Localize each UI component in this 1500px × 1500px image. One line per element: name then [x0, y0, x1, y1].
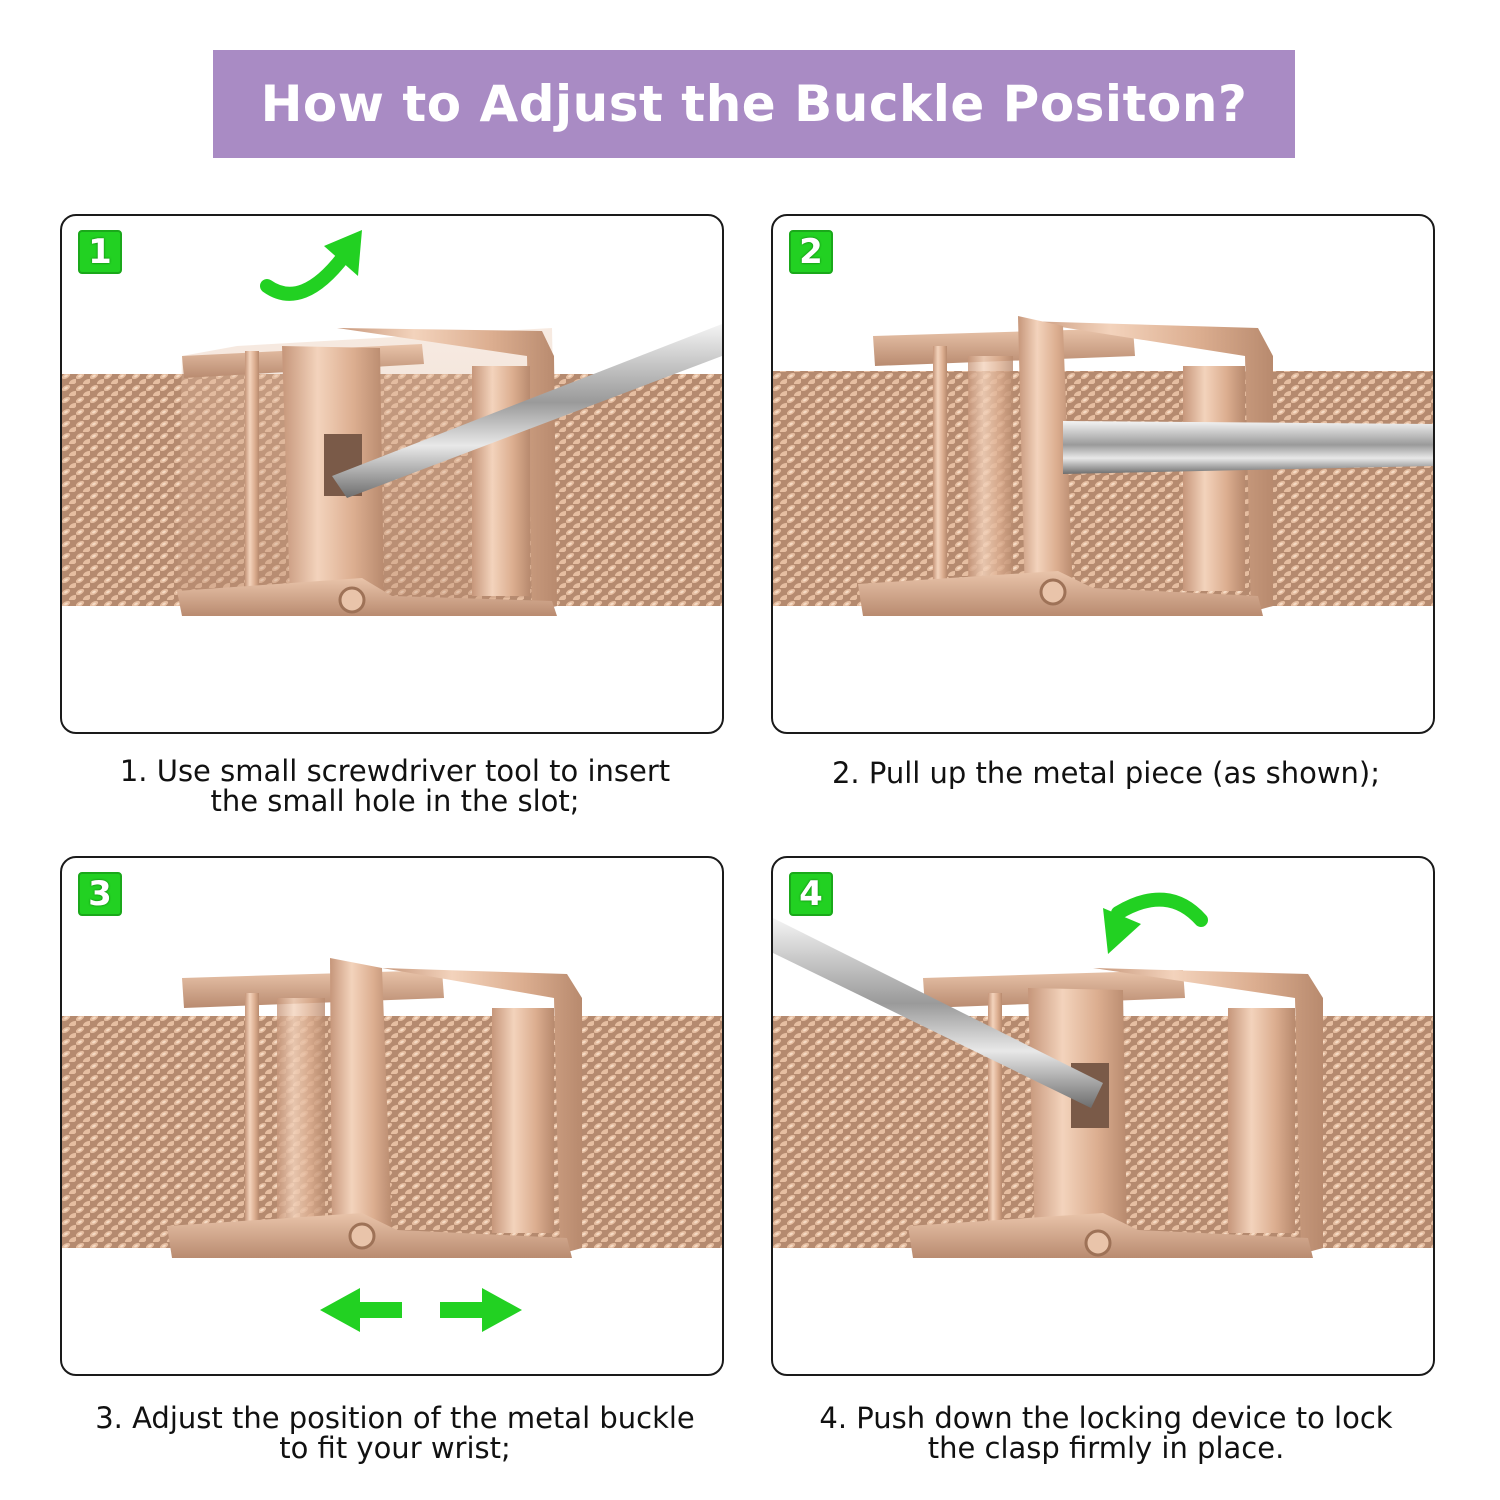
caption-line: the clasp firmly in place.	[927, 1431, 1285, 1465]
buckle-frame	[382, 968, 582, 1254]
buckle-frame	[337, 328, 557, 612]
step-1-panel: 1	[60, 214, 724, 734]
buckle-latch	[1018, 316, 1073, 601]
step-number-badge: 2	[789, 230, 833, 274]
step-4-panel: 4	[771, 856, 1435, 1376]
screwdriver	[332, 324, 722, 498]
step-1-caption: 1. Use small screwdriver tool to insert …	[55, 756, 735, 816]
mesh-band	[62, 1016, 722, 1248]
curved-arrow-up-icon	[260, 249, 351, 301]
caption-line: 1. Use small screwdriver tool to insert	[119, 754, 671, 788]
step-3-illustration	[62, 958, 722, 1332]
buckle-bottom-plate	[177, 578, 557, 616]
step-4-illustration	[773, 892, 1433, 1258]
caption-line: 4. Push down the locking device to lock	[819, 1401, 1393, 1435]
caption-line: 2. Pull up the metal piece (as shown);	[831, 756, 1381, 790]
page-title: How to Adjust the Buckle Positon?	[260, 75, 1248, 133]
buckle-frame	[1093, 968, 1323, 1254]
step-number-badge: 3	[78, 872, 122, 916]
buckle-frame	[1023, 321, 1273, 612]
buckle-latch	[330, 958, 392, 1243]
screwdriver	[1063, 421, 1433, 474]
mesh-band	[773, 371, 1433, 606]
left-right-arrows-icon	[320, 1288, 522, 1332]
step-1-illustration	[62, 230, 722, 616]
step-number-badge: 4	[789, 872, 833, 916]
step-3-caption: 3. Adjust the position of the metal buck…	[55, 1403, 735, 1463]
buckle-bottom-plate	[908, 1213, 1313, 1258]
screwdriver	[773, 918, 1103, 1108]
caption-line: the small hole in the slot;	[210, 784, 580, 818]
step-2-panel: 2	[771, 214, 1435, 734]
step-number-badge: 1	[78, 230, 122, 274]
step-3-panel: 3	[60, 856, 724, 1376]
step-4-caption: 4. Push down the locking device to lock …	[766, 1403, 1446, 1463]
step-2-caption: 2. Pull up the metal piece (as shown);	[766, 758, 1446, 788]
caption-line: 3. Adjust the position of the metal buck…	[95, 1401, 695, 1435]
step-2-illustration	[773, 316, 1433, 616]
title-banner: How to Adjust the Buckle Positon?	[213, 50, 1295, 158]
caption-line: to fit your wrist;	[279, 1431, 511, 1465]
curved-arrow-down-icon	[1111, 892, 1208, 927]
